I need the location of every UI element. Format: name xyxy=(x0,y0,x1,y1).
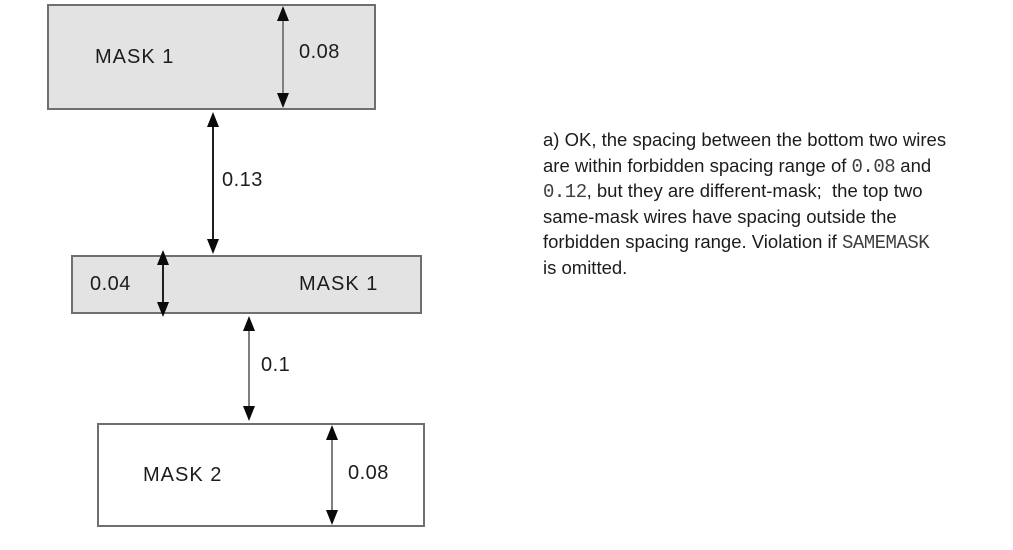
annotation-segment: is omitted. xyxy=(543,256,628,278)
annotation-text: a) OK, the spacing between the bottom tw… xyxy=(543,127,946,280)
annotation-line: is omitted. xyxy=(543,255,946,281)
arrowhead-up-icon xyxy=(157,250,169,265)
arrow-shaft xyxy=(212,127,214,239)
annotation-segment: and xyxy=(895,154,932,176)
spacing-dimension-arrow-top-icon xyxy=(207,112,219,254)
arrow-shaft xyxy=(162,265,164,302)
spacing-dimension-arrow-bottom-icon xyxy=(243,316,255,421)
arrowhead-down-icon xyxy=(277,93,289,108)
annotation-line: are within forbidden spacing range of 0.… xyxy=(543,153,946,179)
wire-label-mask1-top: MASK 1 xyxy=(95,46,175,68)
annotation-segment: are within forbidden spacing range of xyxy=(543,154,852,176)
wire-label-mask2-bottom: MASK 2 xyxy=(143,464,223,486)
annotation-line: 0.12, but they are different-mask; the t… xyxy=(543,178,946,204)
arrowhead-down-icon xyxy=(326,510,338,525)
width-value-bottom: 0.08 xyxy=(348,462,389,484)
wire-label-mask1-middle: MASK 1 xyxy=(299,273,379,295)
wire-rect-mask2-bottom xyxy=(97,423,425,527)
width-dimension-arrow-middle-icon xyxy=(157,250,169,317)
annotation-segment: , but they are different-mask; the top t… xyxy=(586,180,923,201)
spacing-value-bottom: 0.1 xyxy=(261,354,291,376)
wire-rect-mask1-top xyxy=(47,4,376,110)
annotation-code-segment: 0.08 xyxy=(851,155,896,178)
arrowhead-up-icon xyxy=(277,6,289,21)
arrowhead-down-icon xyxy=(207,239,219,254)
annotation-line: a) OK, the spacing between the bottom tw… xyxy=(543,127,946,153)
annotation-segment: same-mask wires have spacing outside the xyxy=(543,205,897,227)
arrowhead-up-icon xyxy=(326,425,338,440)
annotation-line: same-mask wires have spacing outside the xyxy=(543,204,946,230)
width-value-top: 0.08 xyxy=(299,41,340,63)
annotation-line: forbidden spacing range. Violation if SA… xyxy=(543,229,946,255)
arrow-shaft xyxy=(248,331,250,406)
width-dimension-arrow-top-icon xyxy=(277,6,289,108)
arrow-shaft xyxy=(331,440,333,510)
annotation-code-segment: SAMEMASK xyxy=(841,232,930,254)
arrowhead-up-icon xyxy=(243,316,255,331)
wire-rect-mask1-middle xyxy=(71,255,422,314)
arrowhead-down-icon xyxy=(157,302,169,317)
arrowhead-down-icon xyxy=(243,406,255,421)
arrowhead-up-icon xyxy=(207,112,219,127)
width-value-middle: 0.04 xyxy=(90,273,131,295)
arrow-shaft xyxy=(282,21,284,93)
width-dimension-arrow-bottom-icon xyxy=(326,425,338,525)
annotation-segment: a) OK, the spacing between the bottom tw… xyxy=(543,129,947,150)
annotation-code-segment: 0.12 xyxy=(543,181,587,203)
annotation-segment: forbidden spacing range. Violation if xyxy=(543,231,842,252)
spacing-value-top: 0.13 xyxy=(222,169,263,191)
